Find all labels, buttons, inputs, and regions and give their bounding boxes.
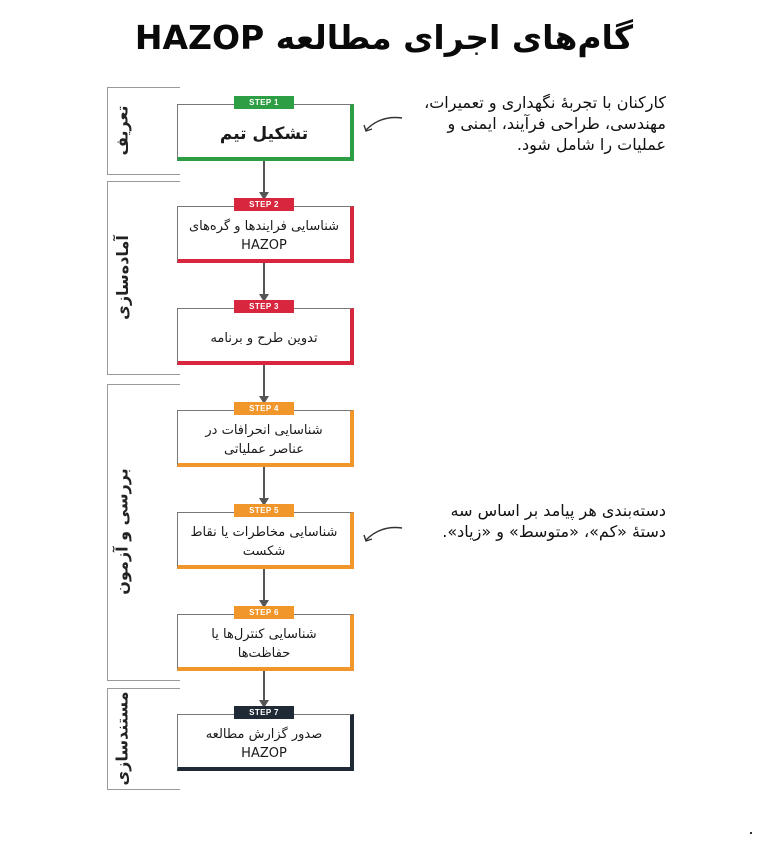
phase-bracket-preparation [107,181,180,375]
phase-label-documentation: مستندسازی [112,690,132,786]
note-consequence-category: دسته‌بندی هر پیامد بر اساس سه دستۀ «کم»،… [442,501,666,541]
connector-5-6 [263,565,265,601]
step-3-text: تدوین طرح و برنامه [210,330,318,346]
step-box-6: شناسایی کنترل‌ها یا حفاظت‌ها [177,614,354,671]
page-title: گام‌های اجرای مطالعه HAZOP [134,18,634,57]
step-7-text: صدور گزارش مطالعه HAZOP [205,727,323,761]
step-1-badge: STEP 1 [234,96,294,109]
step-6-text: شناسایی کنترل‌ها یا حفاظت‌ها [211,627,317,661]
step-3-badge: STEP 3 [234,300,294,313]
phase-label-review-test: بررسی و آزمون [112,468,132,595]
curved-arrow-icon [363,526,403,542]
phase-bracket-definition [107,87,180,175]
step-1-text: تشکیل تیم [219,123,309,144]
arrowhead-icon [259,396,269,404]
arrowhead-icon [259,192,269,200]
connector-3-4 [263,361,265,397]
note-team-composition: کارکنان با تجربۀ نگهداری و تعمیرات، مهند… [424,93,666,154]
step-box-7: صدور گزارش مطالعه HAZOP [177,714,354,771]
step-5-badge: STEP 5 [234,504,294,517]
step-box-3: تدوین طرح و برنامه [177,308,354,365]
arrowhead-icon [259,294,269,302]
step-box-4: شناسایی انحرافات در عناصر عملیاتی [177,410,354,467]
step-box-1: تشکیل تیم [177,104,354,161]
connector-4-5 [263,463,265,499]
arrowhead-icon [259,700,269,708]
phase-label-definition: تعریف [112,104,132,156]
connector-6-7 [263,667,265,701]
decorative-dot [750,832,752,834]
connector-1-2 [263,157,265,193]
step-2-badge: STEP 2 [234,198,294,211]
arrowhead-icon [259,498,269,506]
step-box-5: شناسایی مخاطرات یا نقاط شکست [177,512,354,569]
phase-bracket-documentation [107,688,180,790]
step-4-badge: STEP 4 [234,402,294,415]
arrowhead-icon [259,600,269,608]
phase-label-preparation: آماده‌سازی [112,234,132,320]
step-box-2: شناسایی فرایندها و گره‌های HAZOP [177,206,354,263]
step-6-badge: STEP 6 [234,606,294,619]
step-7-badge: STEP 7 [234,706,294,719]
curved-arrow-icon [363,116,403,132]
connector-2-3 [263,259,265,295]
step-2-text: شناسایی فرایندها و گره‌های HAZOP [188,219,340,253]
phase-bracket-review-test [107,384,180,681]
step-4-text: شناسایی انحرافات در عناصر عملیاتی [205,423,323,457]
step-5-text: شناسایی مخاطرات یا نقاط شکست [190,525,338,559]
